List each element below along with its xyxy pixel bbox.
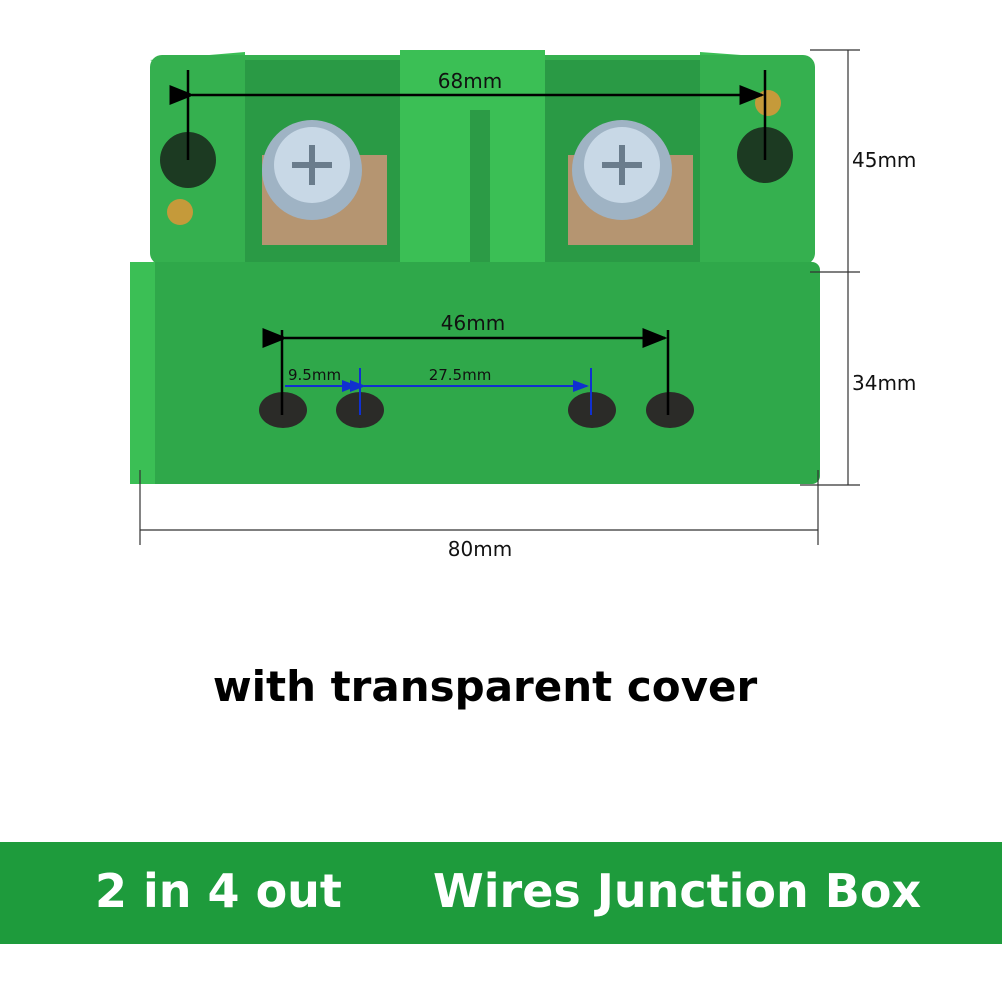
box-front [130, 262, 820, 484]
terminal-screw-right [568, 120, 693, 245]
product-banner: 2 in 4 out Wires Junction Box [0, 842, 1002, 944]
dim-cover-height: 45mm [852, 148, 916, 172]
brass-insert [167, 199, 193, 225]
terminal-screw-left [262, 120, 387, 245]
subtitle: with transparent cover [212, 662, 758, 711]
dim-inner-hole-spacing: 27.5mm [429, 366, 492, 384]
dim-mount-hole-spacing: 68mm [438, 69, 502, 93]
junction-box-illustration: 68mm 45mm 34mm 80mm 46mm 9.5mm 27.5mm [130, 49, 916, 561]
dim-body-height: 34mm [852, 371, 916, 395]
banner-right-text: Wires Junction Box [433, 864, 922, 918]
dim-adjacent-hole-spacing: 9.5mm [288, 366, 341, 384]
dim-width: 80mm [448, 537, 512, 561]
dim-outer-hole-spacing: 46mm [441, 311, 505, 335]
banner-left-text: 2 in 4 out [95, 864, 342, 918]
